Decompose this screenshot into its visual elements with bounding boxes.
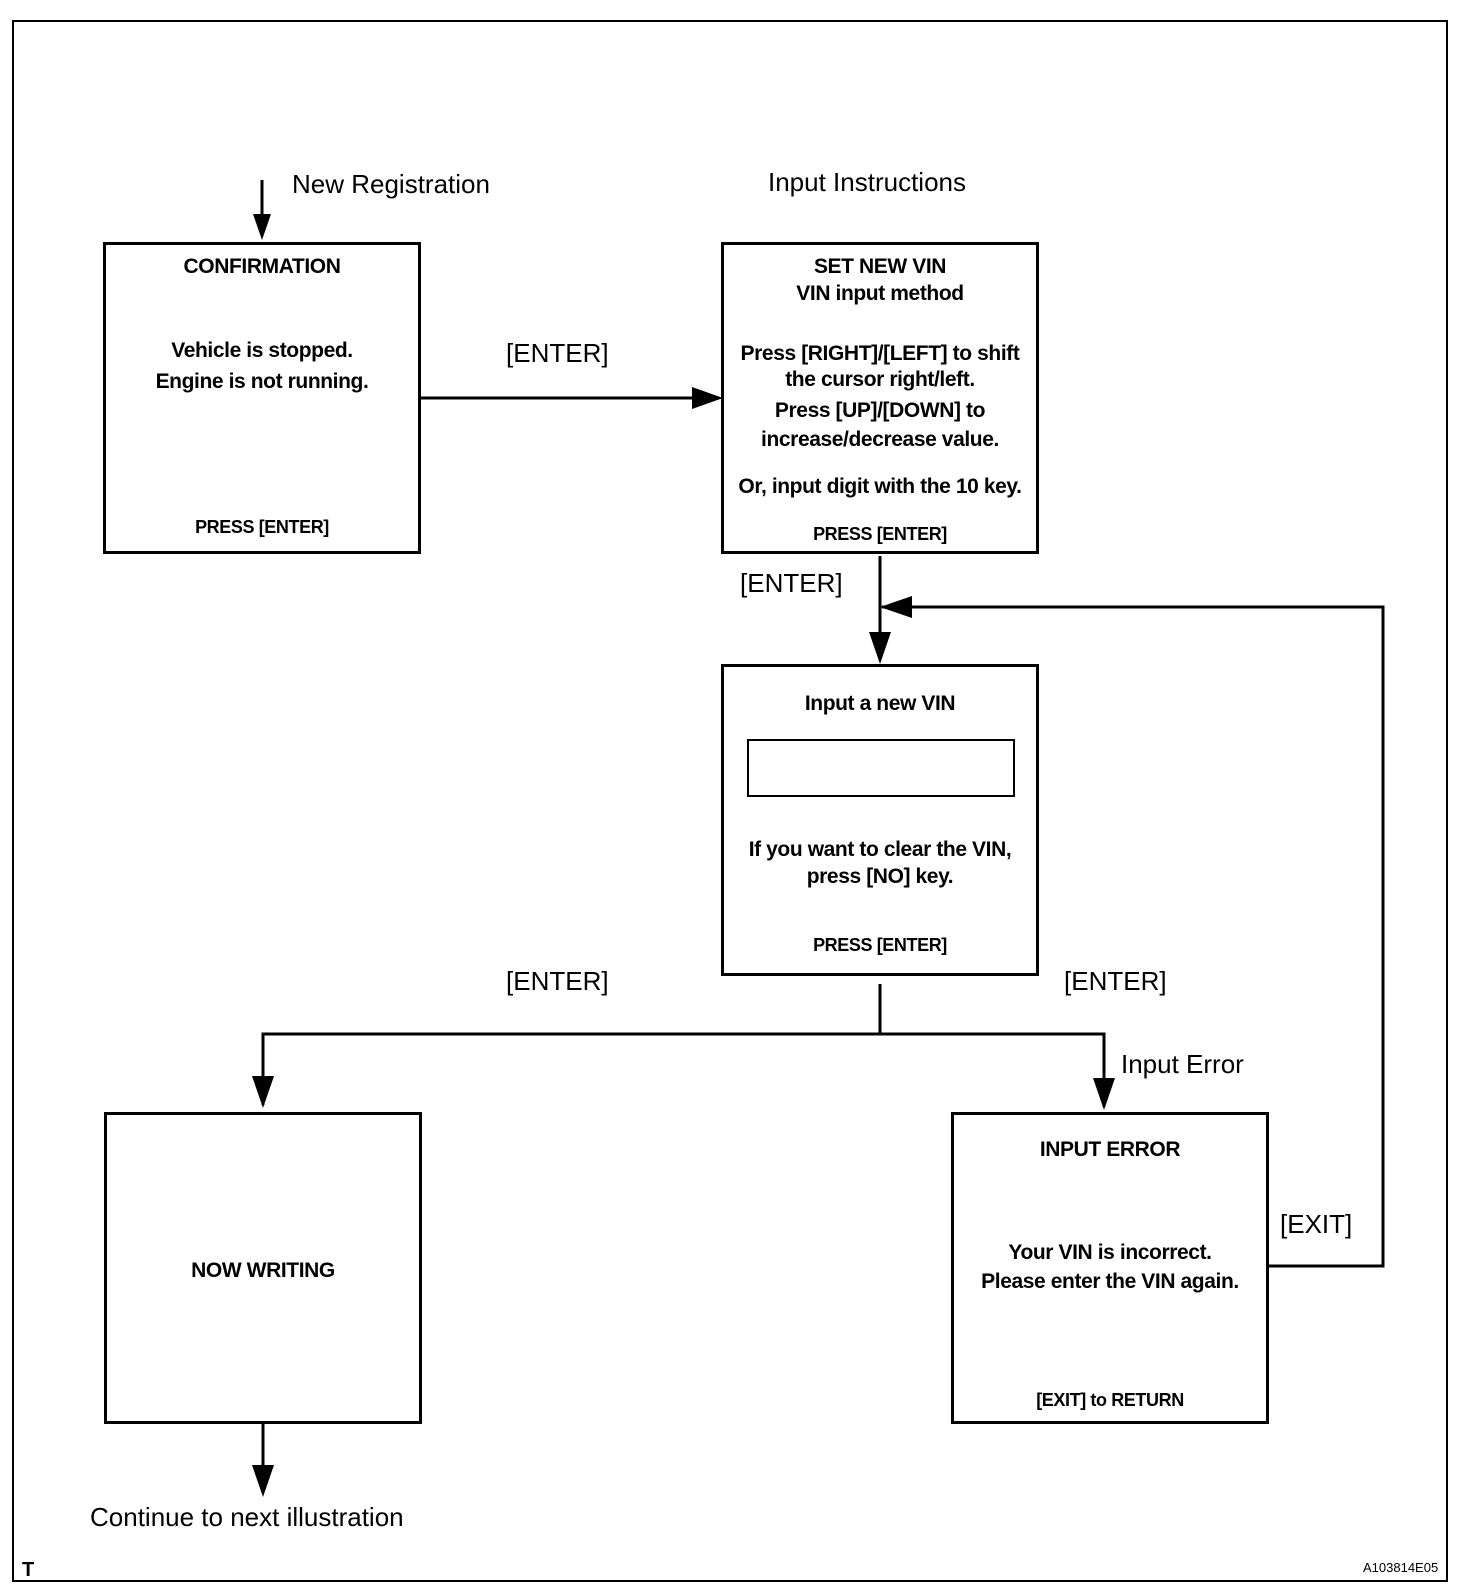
confirmation-footer: PRESS [ENTER] <box>195 517 329 537</box>
set-vin-title: SET NEW VIN <box>813 255 947 278</box>
diagram-frame <box>12 20 1448 1582</box>
label-enter-3: [ENTER] <box>506 966 609 996</box>
confirmation-screen: CONFIRMATION Vehicle is stopped. Engine … <box>103 242 421 554</box>
label-input-error: Input Error <box>1121 1049 1244 1079</box>
confirmation-title: CONFIRMATION <box>183 255 341 278</box>
confirmation-line2: Engine is not running. <box>155 370 369 393</box>
set-vin-footer: PRESS [ENTER] <box>813 524 947 544</box>
input-error-line2: Please enter the VIN again. <box>981 1270 1239 1293</box>
input-error-line1: Your VIN is incorrect. <box>1008 1241 1212 1264</box>
label-continue: Continue to next illustration <box>90 1502 404 1532</box>
now-writing-screen: NOW WRITING <box>104 1112 422 1424</box>
input-vin-line1: If you want to clear the VIN, <box>748 838 1012 861</box>
input-vin-screen: Input a new VIN If you want to clear the… <box>721 664 1039 976</box>
label-enter-2: [ENTER] <box>740 568 843 598</box>
input-error-screen: INPUT ERROR Your VIN is incorrect. Pleas… <box>951 1112 1269 1424</box>
input-vin-footer: PRESS [ENTER] <box>813 935 947 955</box>
label-exit: [EXIT] <box>1280 1209 1353 1239</box>
label-input-instructions: Input Instructions <box>768 167 966 197</box>
set-vin-line5: Or, input digit with the 10 key. <box>738 475 1022 498</box>
input-error-title: INPUT ERROR <box>1039 1138 1181 1161</box>
set-vin-screen: SET NEW VIN VIN input method Press [RIGH… <box>721 242 1039 554</box>
confirmation-line1: Vehicle is stopped. <box>171 339 353 362</box>
set-vin-line4: increase/decrease value. <box>761 428 999 451</box>
set-vin-line2: the cursor right/left. <box>785 368 975 391</box>
input-error-footer: [EXIT] to RETURN <box>1036 1390 1184 1410</box>
vin-input-field <box>747 739 1015 797</box>
input-vin-line2: press [NO] key. <box>806 865 954 888</box>
label-new-registration: New Registration <box>292 169 490 199</box>
label-enter-4: [ENTER] <box>1064 966 1167 996</box>
set-vin-subtitle: VIN input method <box>796 282 964 305</box>
figure-id: A103814E05 <box>1363 1560 1439 1575</box>
label-enter-1: [ENTER] <box>506 338 609 368</box>
set-vin-line3: Press [UP]/[DOWN] to <box>774 399 986 422</box>
now-writing-title: NOW WRITING <box>191 1259 335 1282</box>
input-vin-title: Input a new VIN <box>804 692 956 715</box>
corner-mark-left: T <box>22 1559 35 1581</box>
set-vin-line1: Press [RIGHT]/[LEFT] to shift <box>740 342 1020 365</box>
